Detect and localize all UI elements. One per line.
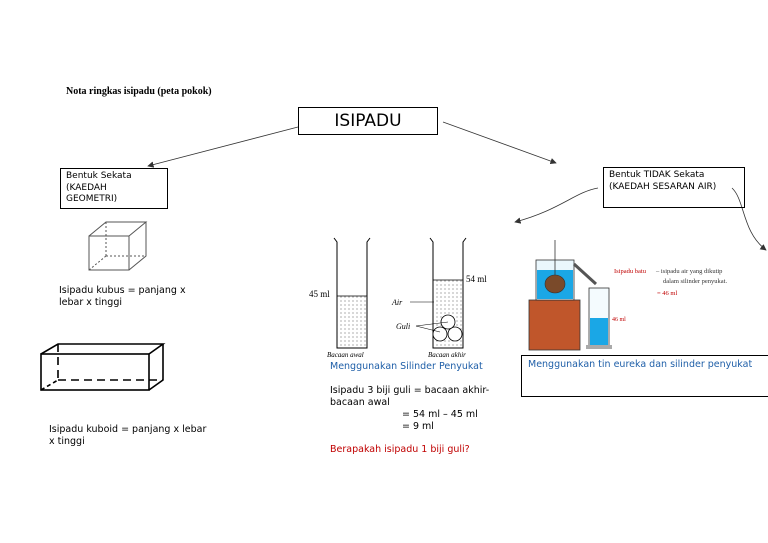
regular-shape-box: Bentuk Sekata (KAEDAH GEOMETRI) — [60, 168, 168, 209]
eureka-method-box: Menggunakan tin eureka dan silinder peny… — [521, 355, 768, 397]
cylinder-water — [590, 318, 608, 345]
cuboid-formula-line2: x tinggi — [49, 436, 85, 447]
calculation-block: Isipadu 3 biji guli = bacaan akhir- baca… — [330, 385, 489, 433]
document-title: Nota ringkas isipadu (peta pokok) — [66, 86, 212, 97]
arrow-to-left-box — [147, 126, 299, 168]
cuboid-diagram — [40, 343, 166, 391]
label-isipadu-batu: Isipadu batu — [614, 268, 647, 275]
cylinder-final — [429, 237, 467, 349]
label-desc1: – isipadu air yang dikutip — [655, 268, 722, 275]
calc-line1: Isipadu 3 biji guli = bacaan akhir- — [330, 385, 490, 396]
cuboid-formula-line1: Isipadu kuboid = panjang x lebar — [49, 424, 207, 435]
label-bacaan-akhir: Bacaan akhir — [428, 351, 466, 359]
calc-line4: = 9 ml — [402, 421, 434, 432]
label-value: = 46 ml — [657, 290, 677, 297]
cylinder-initial — [333, 237, 371, 349]
measuring-cylinder-diagram: 45 ml Bacaan awal 54 ml Bacaan akhir Air… — [309, 237, 487, 359]
method-eureka-label: Menggunakan tin eureka dan silinder peny… — [528, 359, 753, 370]
regular-shape-line1: Bentuk Sekata — [66, 171, 132, 181]
eureka-can-diagram: 46 ml Isipadu batu – isipadu air yang di… — [528, 240, 727, 351]
arrow-to-cylinder-method — [514, 187, 599, 224]
label-54ml: 54 ml — [466, 274, 487, 284]
wooden-block — [528, 299, 581, 351]
irregular-shape-line2: (KAEDAH SESARAN AIR) — [609, 181, 717, 192]
calc-line3: = 54 ml – 45 ml — [402, 409, 478, 420]
label-45ml: 45 ml — [309, 289, 330, 299]
label-46ml-cyl: 46 ml — [612, 317, 626, 323]
label-desc2: dalam silinder penyukat. — [663, 278, 727, 285]
cube-formula-line1: Isipadu kubus = panjang x — [59, 285, 186, 296]
arrow-to-right-box — [442, 121, 557, 165]
calc-line2: bacaan awal — [330, 397, 390, 408]
cube-formula-line2: lebar x tinggi — [59, 297, 122, 308]
label-bacaan-awal: Bacaan awal — [327, 351, 364, 359]
stone — [544, 274, 566, 294]
main-topic-box: ISIPADU — [298, 107, 438, 135]
method-cylinder-label: Menggunakan Silinder Penyukat — [330, 361, 483, 372]
irregular-shape-box: Bentuk TIDAK Sekata (KAEDAH SESARAN AIR) — [603, 167, 745, 208]
label-guli: Guli — [396, 322, 410, 331]
regular-shape-line3: GEOMETRI) — [66, 194, 118, 204]
main-topic-label: ISIPADU — [334, 111, 402, 131]
cube-formula: Isipadu kubus = panjang x lebar x tinggi — [59, 285, 186, 309]
arrow-to-eureka-method — [731, 187, 767, 251]
label-air: Air — [391, 298, 403, 307]
question-text: Berapakah isipadu 1 biji guli? — [330, 444, 470, 455]
irregular-shape-line1: Bentuk TIDAK Sekata — [609, 170, 705, 180]
regular-shape-line2: (KAEDAH — [66, 182, 107, 193]
cuboid-formula: Isipadu kuboid = panjang x lebar x tingg… — [49, 424, 206, 448]
cube-diagram — [88, 221, 148, 271]
